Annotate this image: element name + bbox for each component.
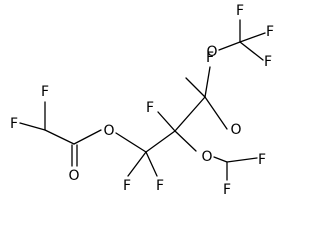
bond xyxy=(174,130,197,152)
bond xyxy=(204,96,228,130)
fluorine-atom-label: F xyxy=(206,50,214,66)
atom-labels: F F F O O F F F F O F F O O F F xyxy=(10,3,274,198)
fluorine-atom-label: F xyxy=(123,178,131,194)
molecule-structure-diagram: F F F O O F F F F O F F O O F F xyxy=(10,3,274,198)
bond xyxy=(127,151,147,177)
bond xyxy=(174,96,206,132)
bond xyxy=(157,111,176,132)
bond xyxy=(218,41,241,51)
bond xyxy=(185,77,206,98)
fluorine-atom-label: F xyxy=(236,3,244,19)
oxygen-atom-label: O xyxy=(201,149,212,165)
fluorine-atom-label: F xyxy=(223,182,231,198)
bond xyxy=(145,151,158,177)
bond xyxy=(19,122,46,131)
fluorine-atom-label: F xyxy=(146,100,154,116)
fluorine-atom-label: F xyxy=(156,178,164,194)
oxygen-atom-label: O xyxy=(230,122,241,138)
bonds xyxy=(19,19,266,181)
fluorine-atom-label: F xyxy=(264,54,272,70)
bond xyxy=(115,132,147,153)
bond xyxy=(239,41,264,61)
oxygen-atom-label: O xyxy=(68,168,79,184)
bond xyxy=(226,157,258,163)
bond xyxy=(239,32,266,43)
fluorine-atom-label: F xyxy=(10,116,18,132)
fluorine-atom-label: F xyxy=(266,24,274,40)
oxygen-atom-label: O xyxy=(103,123,114,139)
bond xyxy=(73,129,102,145)
bond xyxy=(204,66,211,98)
bond xyxy=(44,129,75,145)
bond xyxy=(213,156,228,163)
fluorine-atom-label: F xyxy=(258,152,266,168)
oxygen-atom-label: O xyxy=(206,44,217,60)
fluorine-atom-label: F xyxy=(41,84,49,100)
bond xyxy=(145,130,176,153)
